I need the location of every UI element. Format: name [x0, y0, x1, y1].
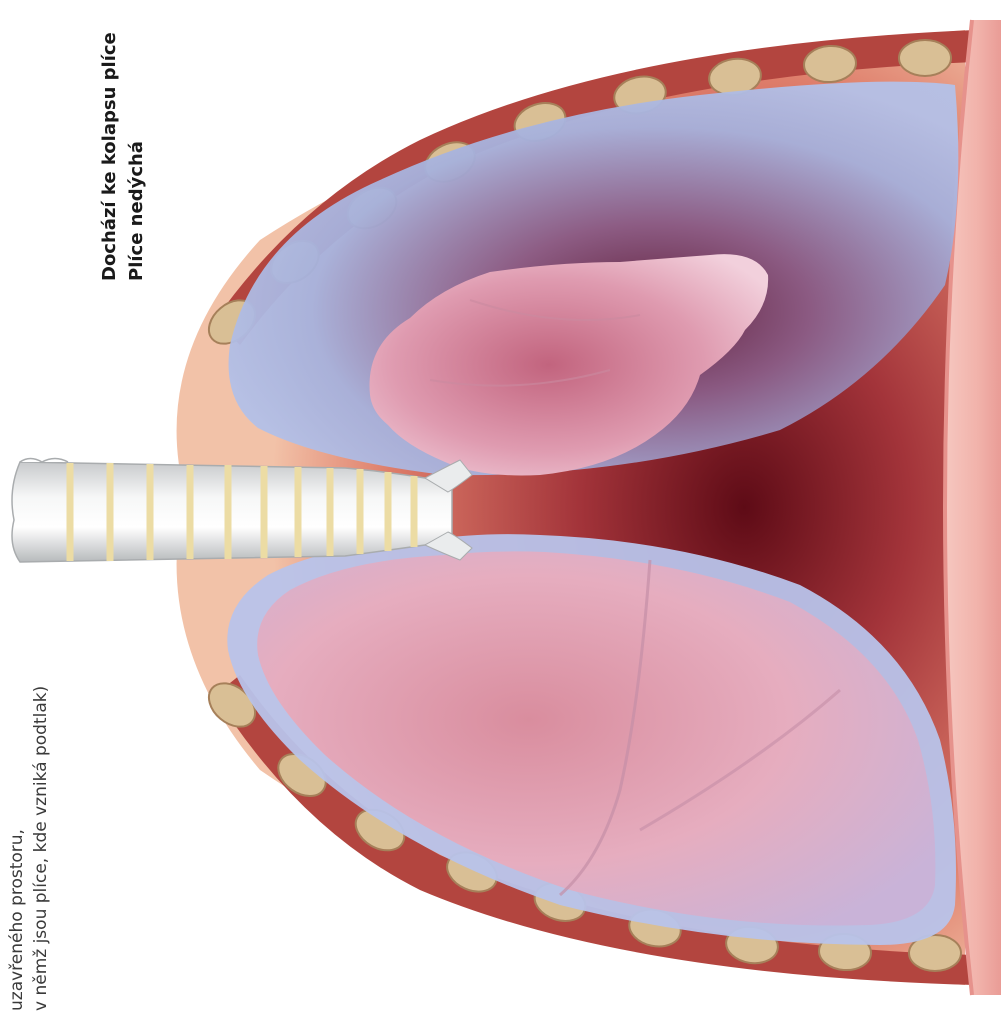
- collapse-title: Dochází ke kolapsu plíce: [98, 32, 122, 281]
- partial-caption-line-2: v němž jsou plíce, kde vzniká podtlak): [30, 686, 52, 1011]
- trachea: [12, 459, 472, 563]
- collapse-subtitle: Plíce nedýchá: [125, 141, 149, 281]
- partial-caption-line-1: uzavřeného prostoru,: [6, 829, 28, 1011]
- rib: [899, 40, 951, 76]
